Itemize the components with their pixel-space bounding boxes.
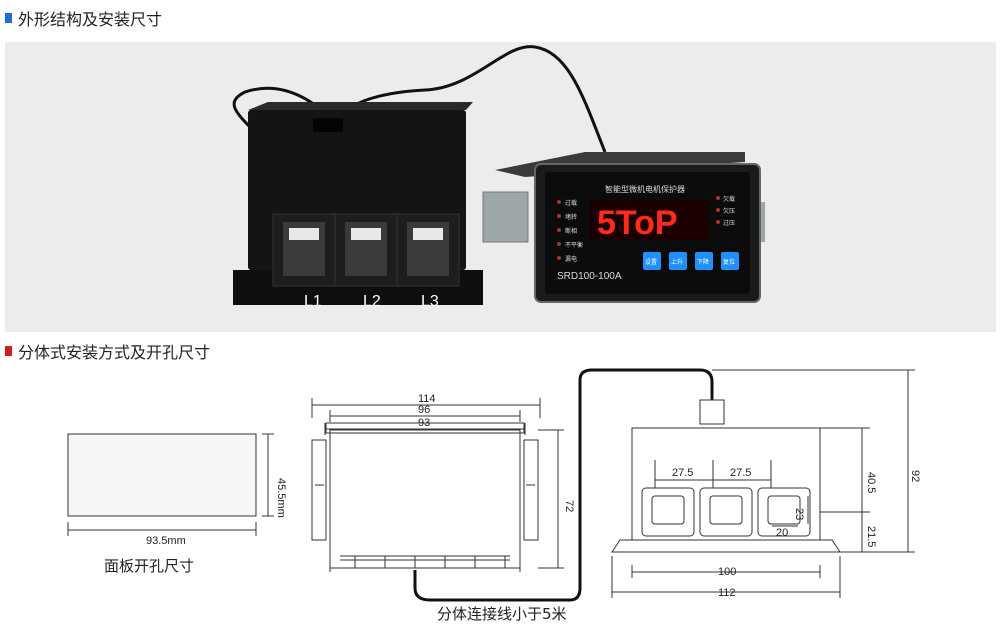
controller-drawing xyxy=(311,398,564,572)
cutout-width-label: 93.5mm xyxy=(146,535,186,547)
indicator-label: 堵转 xyxy=(565,213,577,221)
display-readout: 5ToP xyxy=(597,204,678,242)
panel-cutout xyxy=(67,433,257,517)
ct-cable-loop xyxy=(232,86,337,134)
indicator-label: 欠载 xyxy=(723,195,735,203)
ct-drawing xyxy=(611,369,915,598)
dim-40-5: 40.5 xyxy=(865,472,877,493)
current-transformer: L1 L2 L3 xyxy=(233,102,483,310)
install-section-title: 分体式安装方式及开孔尺寸 xyxy=(5,339,210,363)
indicator-label: 不平衡 xyxy=(565,241,583,249)
product-photo: L1 L2 L3 智能型微机电机保护器 过载 堵转 断相 不平衡 漏电 xyxy=(5,42,996,332)
cutout-caption: 面板开孔尺寸 xyxy=(104,557,195,575)
dim-72: 72 xyxy=(563,500,575,512)
reset-button[interactable] xyxy=(721,252,739,270)
connection-cable xyxy=(333,45,607,153)
section-title-text: 外形结构及安装尺寸 xyxy=(18,10,163,29)
indicator-label: 过载 xyxy=(565,199,577,207)
down-button-label: 下降 xyxy=(697,258,709,266)
dim-92: 92 xyxy=(909,470,921,482)
set-button[interactable] xyxy=(643,252,661,270)
exterior-section-title: 外形结构及安装尺寸 xyxy=(5,6,162,30)
model-label: SRD100-100A xyxy=(557,271,622,282)
dim-21-5: 21.5 xyxy=(865,526,877,547)
dim-27-5-a: 27.5 xyxy=(672,467,693,479)
installation-drawing: 45.5mm 93.5mm 114 96 93 72 27.5 27.5 40.… xyxy=(67,368,921,602)
indicator-label: 过压 xyxy=(723,219,735,227)
indicator-label: 断相 xyxy=(565,227,577,235)
indicator-label: 欠压 xyxy=(723,207,735,215)
controller-unit: 智能型微机电机保护器 过载 堵转 断相 不平衡 漏电 欠载 欠压 过压 xyxy=(482,152,765,303)
dim-114: 114 xyxy=(418,393,436,405)
dim-23: 23 xyxy=(793,508,805,520)
reset-button-label: 复位 xyxy=(723,258,735,266)
up-button-label: 上升 xyxy=(671,258,683,266)
cable-caption: 分体连接线小于5米 xyxy=(437,605,567,623)
ct-label-l2: L2 xyxy=(363,293,381,310)
up-button[interactable] xyxy=(669,252,687,270)
ct-label-l1: L1 xyxy=(304,293,322,310)
control-buttons: 设置 上升 下降 复位 xyxy=(643,252,739,270)
set-button-label: 设置 xyxy=(645,258,657,266)
section-bullet xyxy=(5,346,12,356)
dim-96: 96 xyxy=(418,404,430,416)
dim-93: 93 xyxy=(418,417,430,429)
cable-connector xyxy=(699,399,725,425)
ct-label-l3: L3 xyxy=(421,293,439,310)
section-title-text: 分体式安装方式及开孔尺寸 xyxy=(18,343,211,362)
dim-100: 100 xyxy=(718,566,736,578)
dim-20: 20 xyxy=(776,527,788,539)
panel-title: 智能型微机电机保护器 xyxy=(605,184,685,194)
section-bullet xyxy=(5,13,12,23)
product-photo-svg: L1 L2 L3 智能型微机电机保护器 过载 堵转 断相 不平衡 漏电 xyxy=(232,45,765,310)
connection-cable xyxy=(413,368,714,602)
dim-27-5-b: 27.5 xyxy=(730,467,751,479)
dim-112: 112 xyxy=(718,587,736,599)
right-indicators: 欠载 欠压 过压 xyxy=(716,195,735,227)
down-button[interactable] xyxy=(695,252,713,270)
left-indicators: 过载 堵转 断相 不平衡 漏电 xyxy=(557,199,583,263)
indicator-label: 漏电 xyxy=(565,255,577,263)
cutout-height-label: 45.5mm xyxy=(275,478,287,518)
